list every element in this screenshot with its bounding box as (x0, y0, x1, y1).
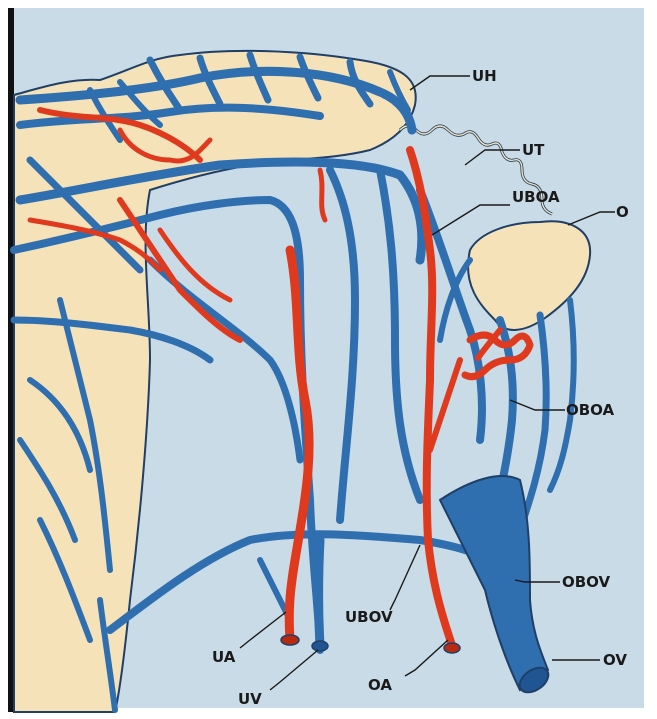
uterine-vein-cut-end (312, 641, 328, 651)
label-uv: UV (238, 690, 262, 708)
label-obov: OBOV (562, 573, 611, 591)
label-ut: UT (522, 141, 545, 159)
uterine-artery-cut-end (281, 635, 299, 645)
label-o: O (616, 203, 629, 221)
label-ubov: UBOV (345, 608, 393, 626)
label-oboa: OBOA (566, 401, 615, 419)
label-oa: OA (368, 676, 392, 694)
label-uboa: UBOA (512, 188, 560, 206)
label-uh: UH (472, 67, 497, 85)
label-ua: UA (212, 648, 236, 666)
ovarian-artery-cut-end (444, 643, 460, 653)
label-ov: OV (603, 651, 627, 669)
